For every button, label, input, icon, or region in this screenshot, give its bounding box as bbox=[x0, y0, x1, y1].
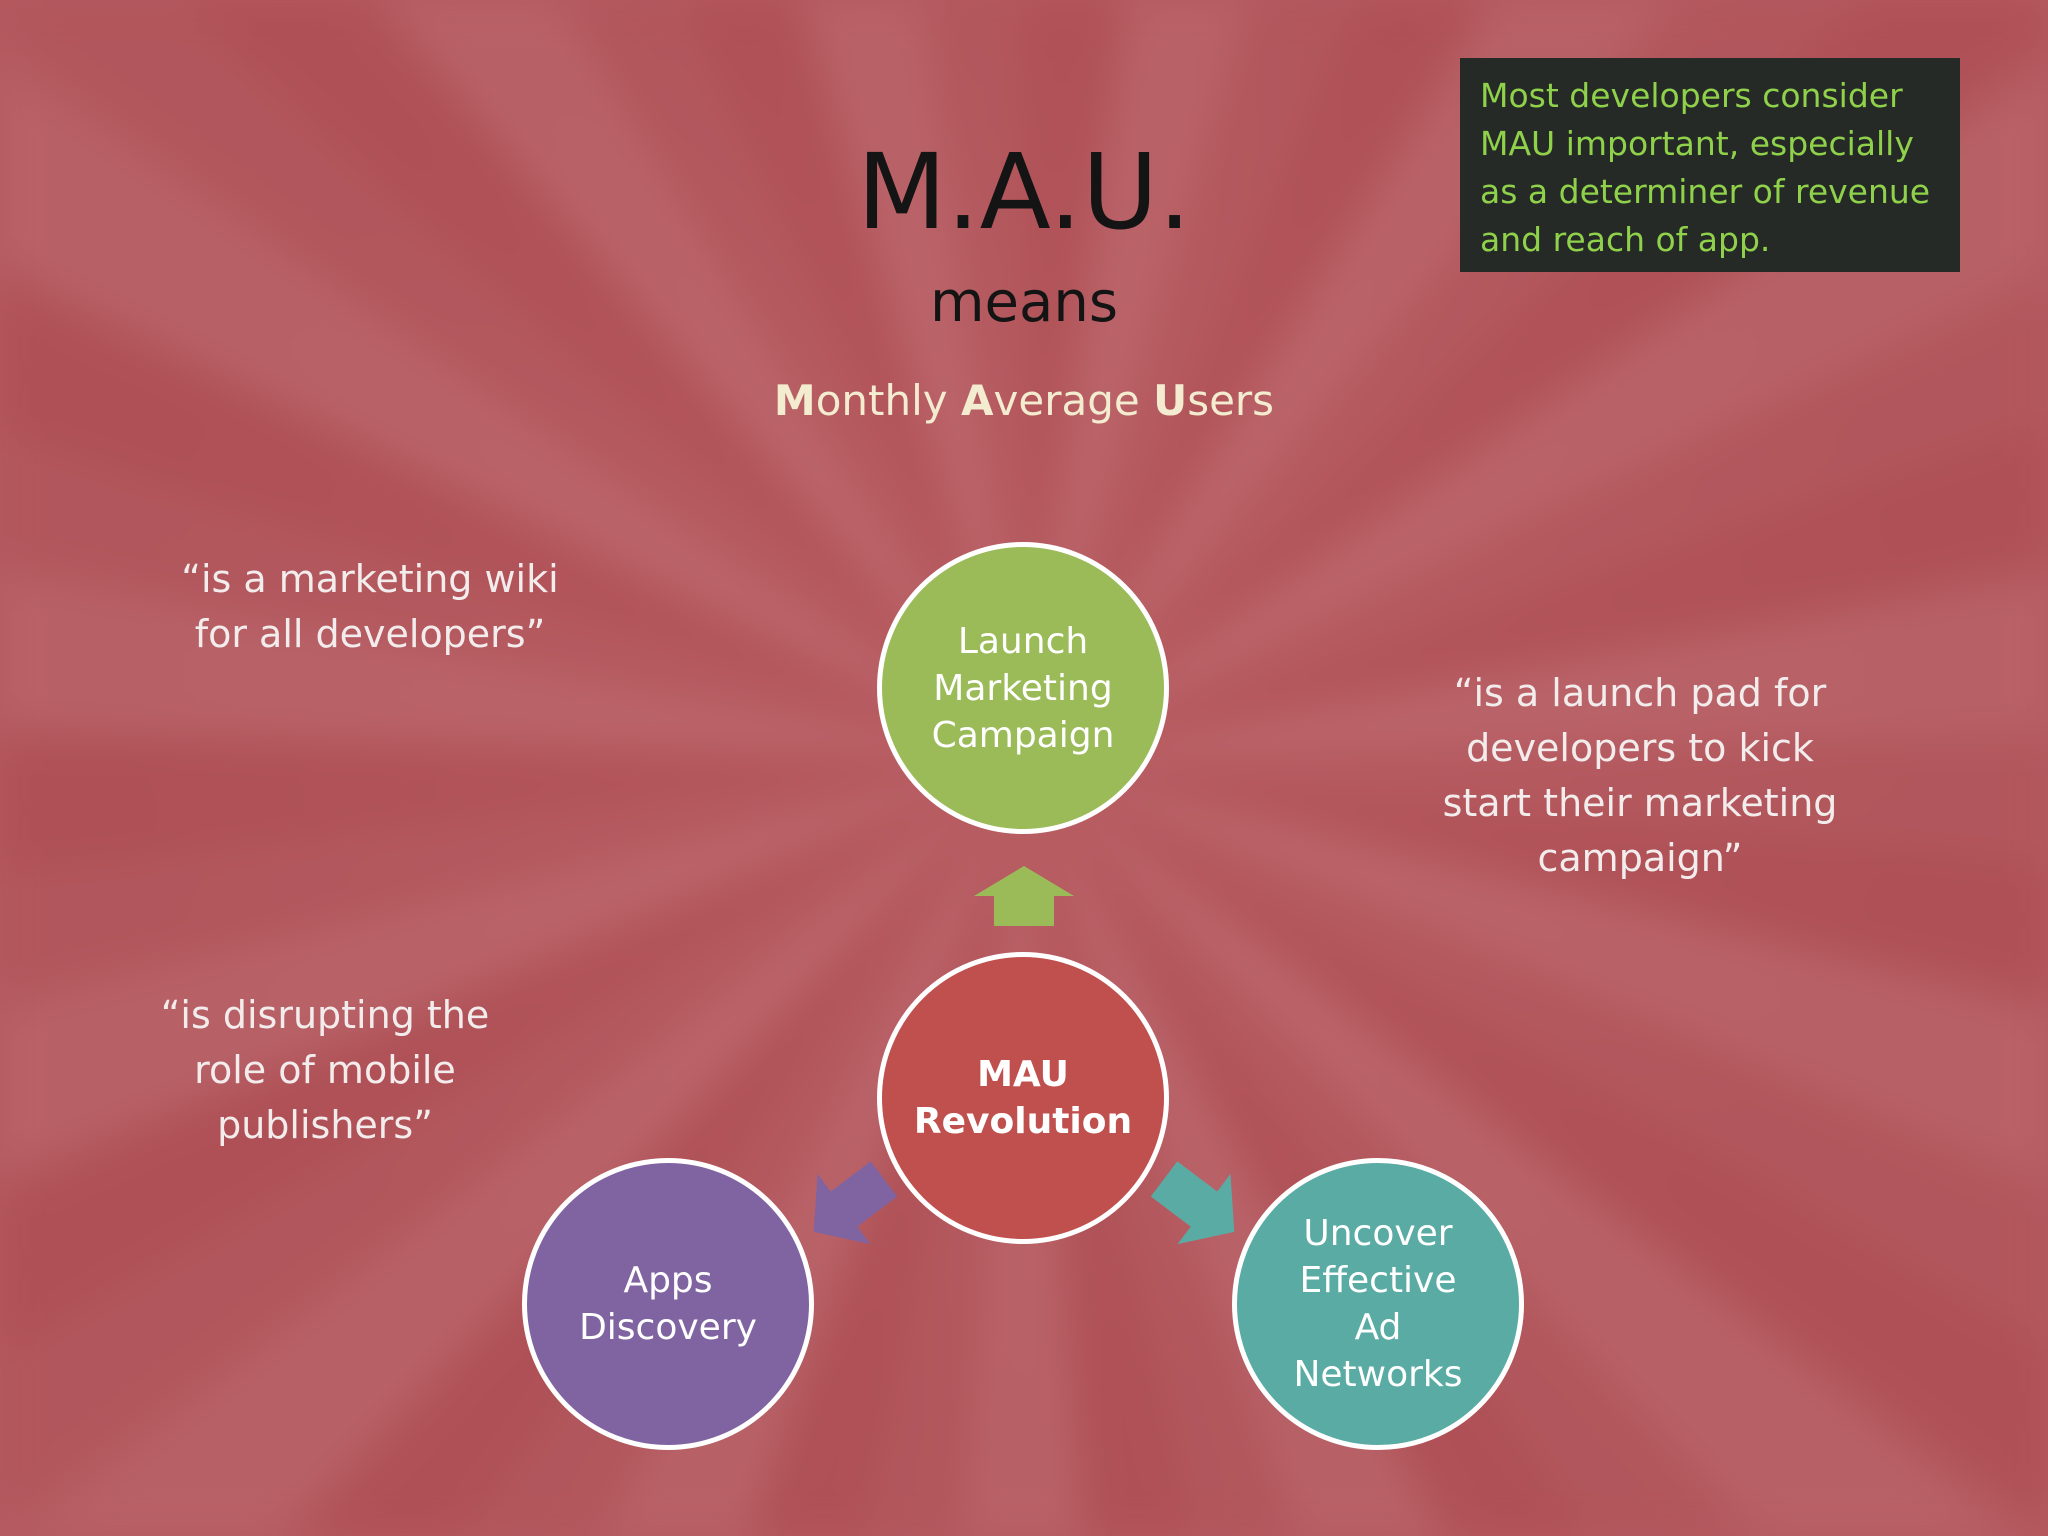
quote-launch-pad: “is a launch pad for developers to kick … bbox=[1442, 671, 1838, 880]
quote-disrupting: “is disrupting the role of mobile publis… bbox=[160, 993, 490, 1147]
node-apps-discovery: Apps Discovery bbox=[522, 1158, 814, 1450]
quote-marketing-wiki: “is a marketing wiki for all developers” bbox=[181, 557, 559, 656]
expansion-word-rest-3: sers bbox=[1187, 376, 1275, 425]
node-uncover-ad-networks: Uncover Effective Ad Networks bbox=[1232, 1158, 1524, 1450]
node-mau-revolution: MAU Revolution bbox=[877, 952, 1169, 1244]
slide-title: M.A.U. bbox=[856, 131, 1192, 253]
expansion-word-rest-1: onthly bbox=[815, 376, 961, 425]
expansion-word-rest-2: verage bbox=[993, 376, 1154, 425]
acronym-expansion: Monthly Average Users bbox=[0, 380, 2048, 422]
callout-note: Most developers consider MAU important, … bbox=[1460, 58, 1960, 272]
slide-subtitle: means bbox=[930, 270, 1118, 335]
expansion-letter-u: U bbox=[1153, 376, 1188, 425]
expansion-letter-a: A bbox=[961, 376, 994, 425]
expansion-letter-m: M bbox=[773, 376, 816, 425]
node-launch-marketing-campaign: Launch Marketing Campaign bbox=[877, 542, 1169, 834]
